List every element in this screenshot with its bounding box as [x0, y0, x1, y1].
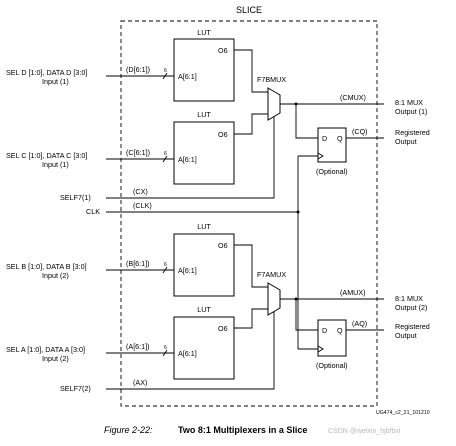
input-d-width: 6 [164, 68, 167, 74]
cmux-line2: Output (1) [395, 107, 427, 116]
f7bmux: F7BMUX [257, 75, 286, 121]
ff-bottom-q: Q [337, 326, 343, 335]
lut-d: LUT O6 A[6:1] [173, 28, 235, 102]
ff-bottom-note: (Optional) [316, 361, 348, 370]
caption-figure: Figure 2-22: [104, 425, 153, 435]
input-b-line1: SEL B [1:0], DATA B [3:0] [6, 262, 87, 271]
slice-boundary [120, 20, 378, 407]
cmux-line1: 8:1 MUX [395, 98, 423, 107]
lut-a: LUT O6 A[6:1] [173, 305, 235, 380]
lut-d-out-pin: O6 [218, 46, 228, 55]
input-b-signal: (B[6:1]) [126, 259, 150, 268]
input-d-signal: (D[6:1]) [126, 65, 150, 74]
lut-b: LUT O6 A[6:1] [173, 222, 235, 297]
aq-line1: Registered [395, 322, 430, 331]
lut-b-out-pin: O6 [218, 241, 228, 250]
clk-label: CLK [86, 207, 100, 216]
amux-line1: 8:1 MUX [395, 294, 423, 303]
input-d-line2: Input (1) [42, 77, 69, 86]
input-c-line2: Input (1) [42, 160, 69, 169]
lut-d-title: LUT [197, 28, 211, 37]
lut-a-title: LUT [197, 305, 211, 314]
lut-b-title: LUT [197, 222, 211, 231]
clk-signal: (CLK) [133, 201, 152, 210]
clk: CLK (CLK) [86, 155, 318, 350]
aq-line2: Output [395, 331, 417, 340]
input-a-signal: (A[6:1]) [126, 342, 150, 351]
lut-c-out-pin: O6 [218, 130, 228, 139]
aq-signal: (AQ) [352, 319, 367, 328]
cmux-signal: (CMUX) [340, 93, 366, 102]
input-a-width: 6 [164, 345, 167, 351]
input-c: SEL C [1:0], DATA C [3:0] Input (1) (C[6… [6, 148, 174, 169]
lut-b-addr-pin: A[6:1] [178, 266, 197, 275]
flipflop-bottom: D Q (Optional) [316, 319, 348, 370]
ff-top-q: Q [337, 134, 343, 143]
input-b: SEL B [1:0], DATA B [3:0] Input (2) (B[6… [6, 259, 174, 280]
self7-2: SELF7(2) (AX) [60, 312, 275, 393]
lut-d-addr-pin: A[6:1] [178, 72, 197, 81]
flipflop-top: D Q (Optional) [316, 127, 348, 176]
ff-top-d: D [322, 134, 327, 143]
cq-output: (CQ) Registered Output [346, 127, 430, 146]
self7-2-label: SELF7(2) [60, 384, 91, 393]
ff-bottom-d: D [322, 326, 327, 335]
input-b-width: 6 [164, 262, 167, 268]
lut-c-title: LUT [197, 110, 211, 119]
input-d: SEL D [1:0], DATA D [3:0] Input (1) (D[6… [6, 65, 174, 86]
input-c-width: 6 [164, 151, 167, 157]
cq-line1: Registered [395, 128, 430, 137]
aq-output: (AQ) Registered Output [346, 319, 430, 340]
input-a-line1: SEL A [1:0], DATA A [3:0] [6, 345, 85, 354]
input-c-signal: (C[6:1]) [126, 148, 150, 157]
lut-a-out-pin: O6 [218, 324, 228, 333]
f7amux-label: F7AMUX [257, 270, 286, 279]
watermark: CSDN @weixin_hjbfbvi [328, 428, 401, 435]
cq-line2: Output [395, 137, 417, 146]
caption-text: Two 8:1 Multiplexers in a Slice [178, 425, 307, 435]
lut-c-addr-pin: A[6:1] [178, 155, 197, 164]
ff-top-note: (Optional) [316, 167, 348, 176]
self7-1-signal: (CX) [133, 187, 148, 196]
f7amux: F7AMUX [257, 270, 286, 316]
amux-output: (AMUX) 8:1 MUX Output (2) [280, 288, 427, 312]
self7-1: SELF7(1) (CX) [60, 117, 275, 202]
self7-1-label: SELF7(1) [60, 193, 91, 202]
input-a: SEL A [1:0], DATA A [3:0] Input (2) (A[6… [6, 342, 174, 363]
input-b-line2: Input (2) [42, 271, 69, 280]
amux-signal: (AMUX) [340, 288, 366, 297]
input-d-line1: SEL D [1:0], DATA D [3:0] [6, 68, 87, 77]
lut-c: LUT O6 A[6:1] [173, 110, 235, 185]
doc-id: UG474_c2_21_101210 [376, 410, 430, 416]
cq-signal: (CQ) [352, 127, 368, 136]
input-a-line2: Input (2) [42, 354, 69, 363]
slice-title: SLICE [236, 5, 262, 15]
cmux-output: (CMUX) 8:1 MUX Output (1) [280, 93, 427, 116]
input-c-line1: SEL C [1:0], DATA C [3:0] [6, 151, 87, 160]
amux-line2: Output (2) [395, 303, 427, 312]
f7bmux-label: F7BMUX [257, 75, 286, 84]
self7-2-signal: (AX) [133, 378, 147, 387]
lut-a-addr-pin: A[6:1] [178, 349, 197, 358]
